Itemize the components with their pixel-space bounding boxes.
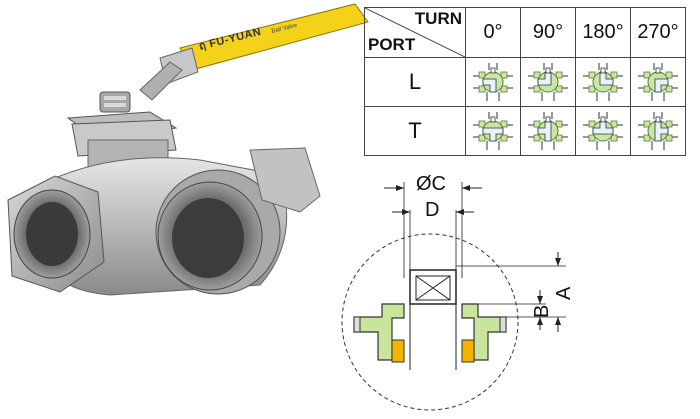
valve-body bbox=[7, 147, 321, 296]
flow-pattern-icon bbox=[583, 112, 623, 150]
flow-icon-t-90 bbox=[520, 106, 576, 156]
flow-pattern-icon bbox=[473, 63, 513, 101]
flow-icon-t-180 bbox=[575, 106, 631, 156]
port-header-label: PORT bbox=[368, 35, 416, 54]
flow-pattern-icon bbox=[528, 63, 568, 101]
dim-d: D bbox=[392, 199, 474, 270]
dim-a: A bbox=[456, 252, 575, 332]
flow-pattern-icon bbox=[638, 112, 678, 150]
table-header-row: TURN PORT 0° 90° 180° 270° bbox=[364, 7, 686, 58]
flow-icon-t-0 bbox=[465, 106, 521, 156]
port-label-l: L bbox=[364, 57, 466, 107]
flow-icon-l-270 bbox=[630, 57, 686, 107]
flow-icon-l-90 bbox=[520, 57, 576, 107]
valve-photo: ฤ FU-YUAN Ball Valve bbox=[7, 3, 369, 296]
dim-b: B bbox=[478, 290, 553, 330]
angle-header-90: 90° bbox=[520, 7, 576, 58]
turn-port-header-cell: TURN PORT bbox=[364, 7, 466, 58]
port-label-t: T bbox=[364, 106, 466, 156]
angle-header-0: 0° bbox=[465, 7, 521, 58]
turn-header-label: TURN bbox=[414, 9, 462, 28]
label-a: A bbox=[553, 286, 575, 300]
header-diagonal-line bbox=[365, 8, 465, 57]
label-d: D bbox=[425, 199, 439, 221]
flow-pattern-icon bbox=[473, 112, 513, 150]
dim-c: ØC bbox=[384, 173, 482, 278]
flow-icon-t-270 bbox=[630, 106, 686, 156]
flow-pattern-icon bbox=[583, 63, 623, 101]
right-flange bbox=[461, 303, 507, 363]
stem-assembly bbox=[66, 91, 178, 169]
table-row: T bbox=[364, 106, 686, 156]
flow-icon-l-180 bbox=[575, 57, 631, 107]
flow-pattern-icon bbox=[528, 112, 568, 150]
flow-pattern-icon bbox=[638, 63, 678, 101]
detail-circle bbox=[341, 233, 519, 411]
angle-header-180: 180° bbox=[575, 7, 631, 58]
flow-icon-l-0 bbox=[465, 57, 521, 107]
table-row: L bbox=[364, 57, 686, 107]
flow-pattern-table: TURN PORT 0° 90° 180° 270° L T bbox=[364, 7, 686, 156]
label-b: B bbox=[531, 305, 553, 318]
left-flange bbox=[353, 303, 405, 363]
dimension-diagram: ØC D A B bbox=[341, 173, 575, 411]
label-c: ØC bbox=[416, 173, 446, 195]
valve-handle: ฤ FU-YUAN Ball Valve bbox=[139, 3, 369, 101]
angle-header-270: 270° bbox=[630, 7, 686, 58]
